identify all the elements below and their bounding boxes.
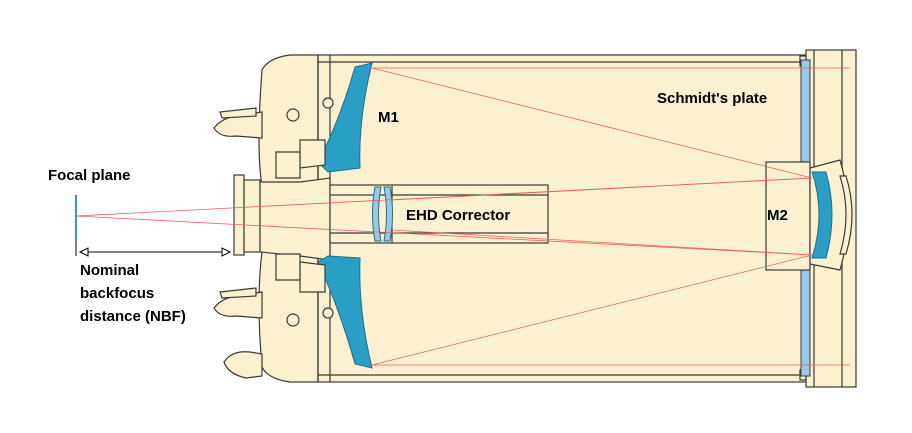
m1-upper [317,62,373,173]
label-ehd-corrector: EHD Corrector [406,207,510,224]
nbf-dimension [75,238,232,257]
label-nbf-line1: Nominal [80,262,139,279]
label-schmidt-plate: Schmidt's plate [657,90,767,107]
label-focal-plane: Focal plane [48,167,131,184]
light-rays [75,67,850,366]
handle-upper-2 [213,291,263,319]
rear-assembly [233,174,549,261]
label-nbf-line2: backfocus [80,285,154,302]
primary-mirror [275,62,373,369]
handle-upper [213,111,263,139]
m1-lower [317,255,373,369]
label-m2: M2 [767,207,788,224]
handles [213,97,334,379]
label-m1: M1 [378,109,399,126]
label-nbf-line3: distance (NBF) [80,308,186,325]
m2-mirror [811,171,833,259]
rear-flange [233,174,245,256]
knob-lower [223,351,263,379]
